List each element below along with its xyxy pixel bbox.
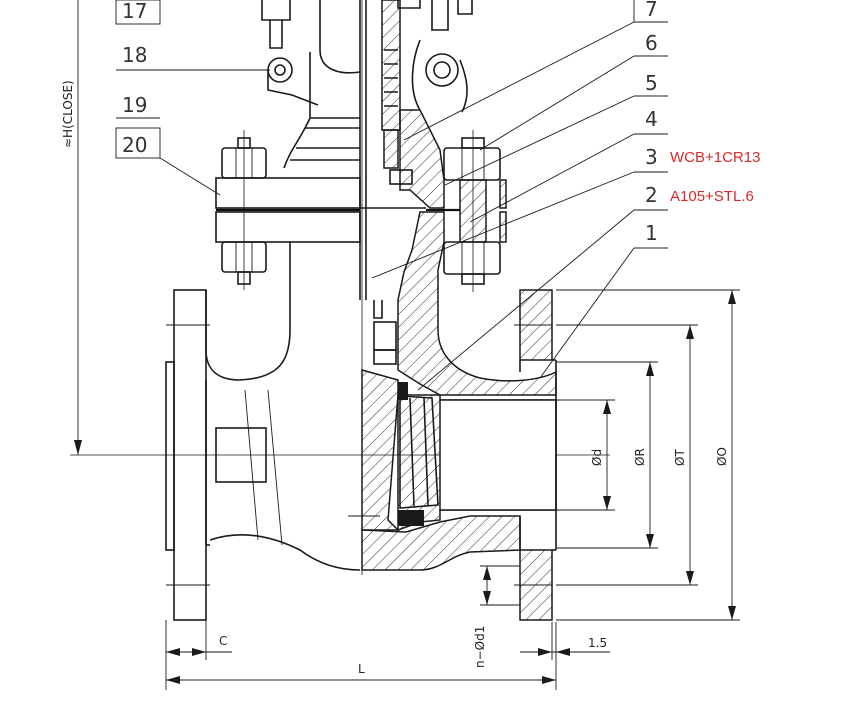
svg-text:1.5: 1.5 — [588, 636, 607, 650]
bonnet-flange-left — [215, 177, 361, 243]
svg-text:17: 17 — [122, 0, 147, 23]
svg-text:5: 5 — [645, 71, 658, 95]
part-label-17: 17 — [115, 0, 161, 25]
dimension-length: L — [166, 660, 557, 690]
part-label-7: 7 — [403, 0, 668, 141]
svg-text:6: 6 — [645, 31, 658, 55]
svg-text:4: 4 — [645, 107, 658, 131]
svg-text:3: 3 — [645, 145, 658, 169]
svg-text:ØR: ØR — [633, 448, 647, 466]
svg-text:Ød: Ød — [590, 449, 604, 466]
flange-left — [165, 289, 210, 621]
svg-text:≈H(CLOSE): ≈H(CLOSE) — [61, 80, 75, 148]
svg-text:L: L — [358, 662, 365, 676]
dimension-bolt-circle: ØT — [556, 324, 698, 586]
dimension-bolt-holes: n−Ød1 — [473, 565, 520, 668]
material-a105-stl6: A105+STL.6 — [670, 188, 754, 205]
bonnet-bolt-right — [443, 130, 501, 292]
dimension-bore: Ød — [556, 399, 615, 511]
svg-text:7: 7 — [645, 0, 658, 21]
svg-text:ØT: ØT — [673, 449, 687, 466]
svg-text:19: 19 — [122, 93, 147, 117]
part-label-1: 1 — [539, 221, 668, 379]
body-section-right — [360, 109, 557, 396]
svg-text:1: 1 — [645, 221, 658, 245]
svg-text:20: 20 — [122, 133, 147, 157]
svg-text:n−Ød1: n−Ød1 — [473, 626, 487, 668]
body-exterior-left — [205, 242, 361, 571]
part-label-2: 2 A105+STL.6 — [417, 183, 754, 391]
dimension-raised-face: 1.5 — [520, 622, 610, 660]
part-label-5: 5 — [444, 71, 668, 186]
part-label-6: 6 — [479, 31, 668, 151]
part-label-19: 19 — [116, 93, 160, 119]
svg-text:18: 18 — [122, 43, 147, 67]
svg-text:C: C — [219, 634, 227, 648]
svg-text:ØO: ØO — [715, 447, 729, 466]
part-label-20: 20 — [115, 127, 221, 196]
yoke-exterior — [261, 0, 361, 169]
material-wcb-1cr13: WCB+1CR13 — [670, 149, 760, 166]
svg-text:2: 2 — [645, 183, 658, 207]
dimension-flange-thickness: C — [165, 620, 232, 690]
gland-hardware-right — [397, 0, 473, 113]
dimension-flange-od: ØO — [556, 289, 740, 621]
seat-and-gate — [348, 369, 557, 571]
flange-right — [514, 289, 557, 621]
dimension-raised-face-dia: ØR — [556, 361, 658, 549]
part-label-4: 4 — [469, 107, 668, 223]
part-label-18: 18 — [116, 43, 270, 71]
stem-and-packing — [359, 0, 413, 365]
height-dimension: ≈H(CLOSE) — [61, 0, 82, 455]
